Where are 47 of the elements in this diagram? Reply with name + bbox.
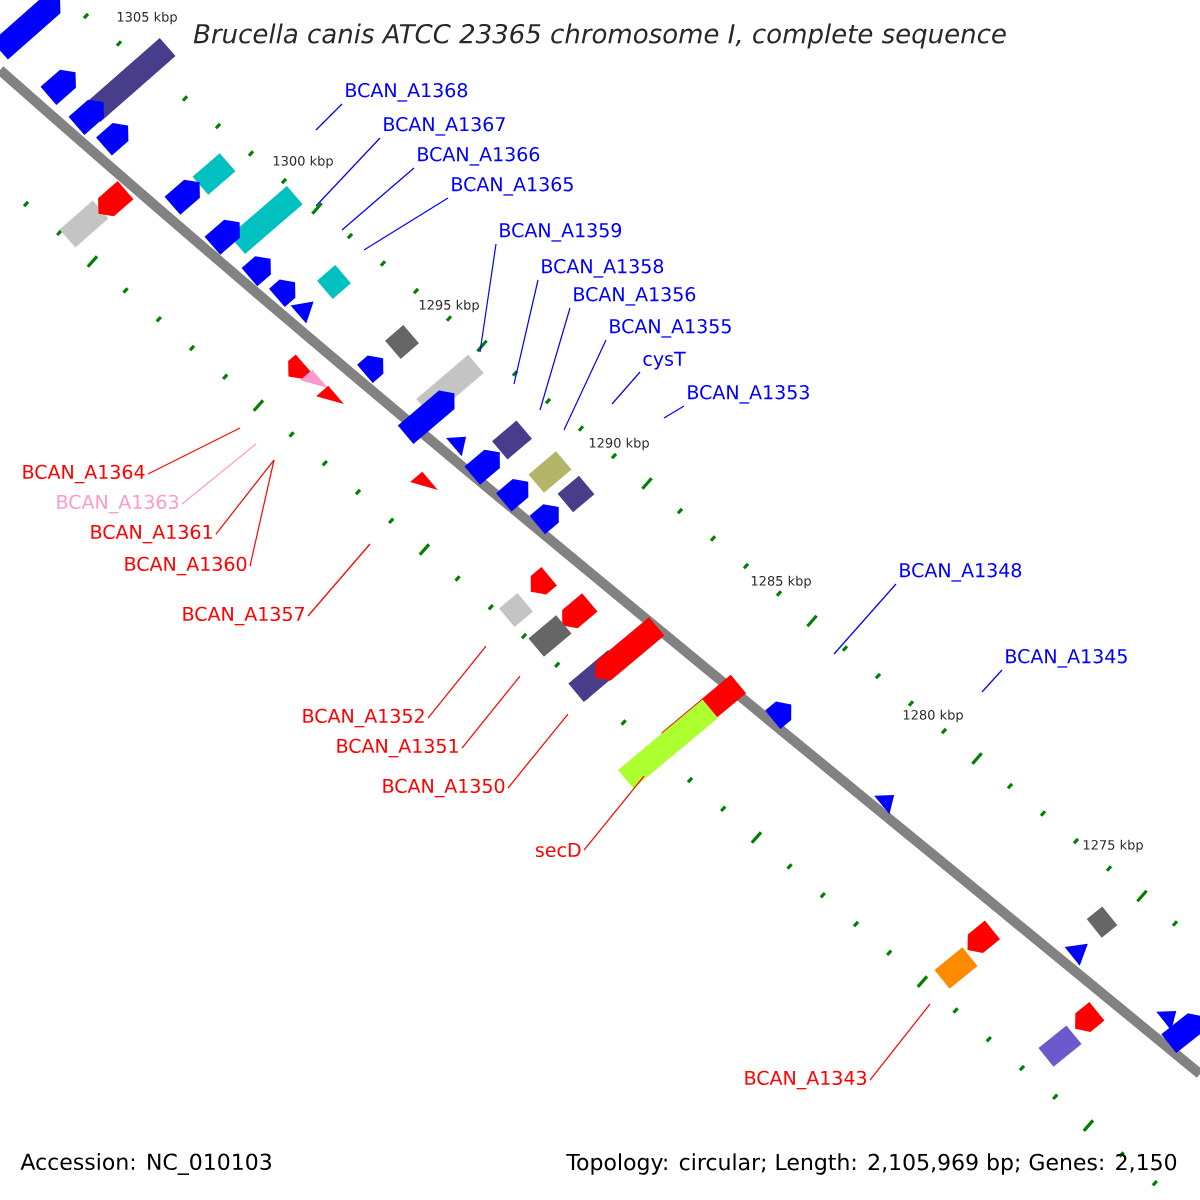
gene-label: BCAN_A1363 [57, 494, 179, 514]
gene-label: secD [536, 842, 581, 858]
gene-label: cysT [643, 351, 686, 370]
leader-line [507, 713, 569, 789]
gene-label: BCAN_A1355 [610, 319, 731, 338]
footer-text: Topology: circular; Length: 2,105,969 bp; Genes: 2,150 [566, 1153, 1177, 1175]
leader-line [539, 307, 571, 411]
title: Brucella canis ATCC 23365 chromosome I, complete sequence [193, 23, 1006, 49]
footer-text: Accession: NC_010103 [20, 1153, 271, 1175]
leader-line [869, 1003, 931, 1081]
leader-line [147, 427, 241, 475]
gene-label: BCAN_A1359 [500, 223, 622, 242]
leader-line [315, 103, 343, 131]
leader-line [315, 137, 381, 207]
gene-label: BCAN_A1356 [574, 287, 696, 306]
leader-line [461, 675, 521, 749]
leader-line [181, 443, 257, 505]
leader-line [583, 775, 645, 851]
gene-label: BCAN_A1345 [1006, 649, 1127, 668]
gene-label: BCAN_A1352 [303, 708, 424, 728]
gene-label: BCAN_A1367 [384, 117, 505, 136]
gene-label: BCAN_A1366 [418, 147, 540, 166]
leader-line [427, 645, 487, 719]
gene-label: BCAN_A1361 [91, 524, 212, 544]
gene-label: BCAN_A1343 [745, 1070, 867, 1090]
gene-label: BCAN_A1350 [383, 778, 505, 798]
gene-label: BCAN_A1365 [452, 177, 573, 196]
leader-line [249, 459, 275, 567]
leader-line [611, 371, 641, 405]
leader-line [513, 279, 539, 385]
gene-label: BCAN_A1348 [900, 563, 1022, 582]
leader-line [215, 459, 275, 535]
gene-label: BCAN_A1368 [346, 83, 468, 102]
leader-line [341, 167, 415, 231]
gene-label: BCAN_A1358 [542, 259, 664, 278]
gene-label: BCAN_A1360 [125, 556, 247, 576]
leader-line [563, 339, 607, 431]
gene-label: BCAN_A1357 [183, 606, 304, 626]
gene-label: BCAN_A1351 [337, 738, 458, 758]
gene-label: BCAN_A1364 [23, 464, 145, 484]
leader-line [363, 197, 449, 251]
gene-label: BCAN_A1353 [688, 385, 809, 404]
leader-line [307, 543, 371, 617]
leader-line [663, 405, 685, 419]
leader-line [981, 669, 1003, 693]
leader-line [833, 583, 897, 655]
leader-line [479, 243, 497, 353]
